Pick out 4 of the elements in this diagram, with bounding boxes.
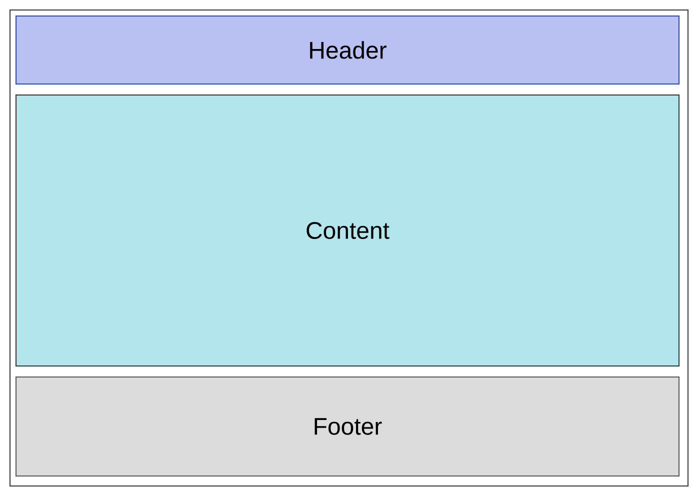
content-box: Content bbox=[16, 94, 680, 366]
header-box: Header bbox=[16, 16, 680, 84]
footer-box: Footer bbox=[16, 376, 680, 476]
page-frame bbox=[10, 10, 688, 486]
